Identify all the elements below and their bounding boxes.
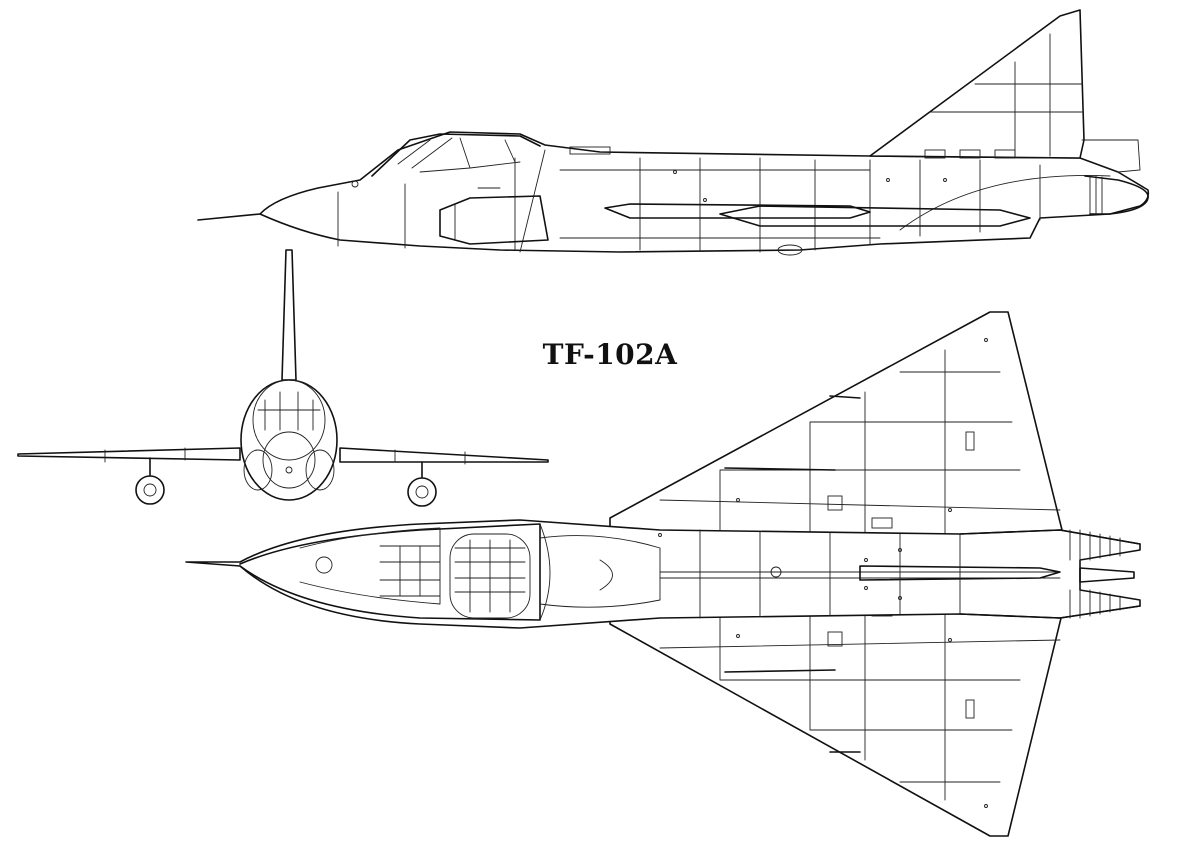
top-view [185,311,1141,837]
side-view [197,9,1150,256]
diagram-title: TF-102A [542,338,678,371]
front-view [17,249,549,507]
